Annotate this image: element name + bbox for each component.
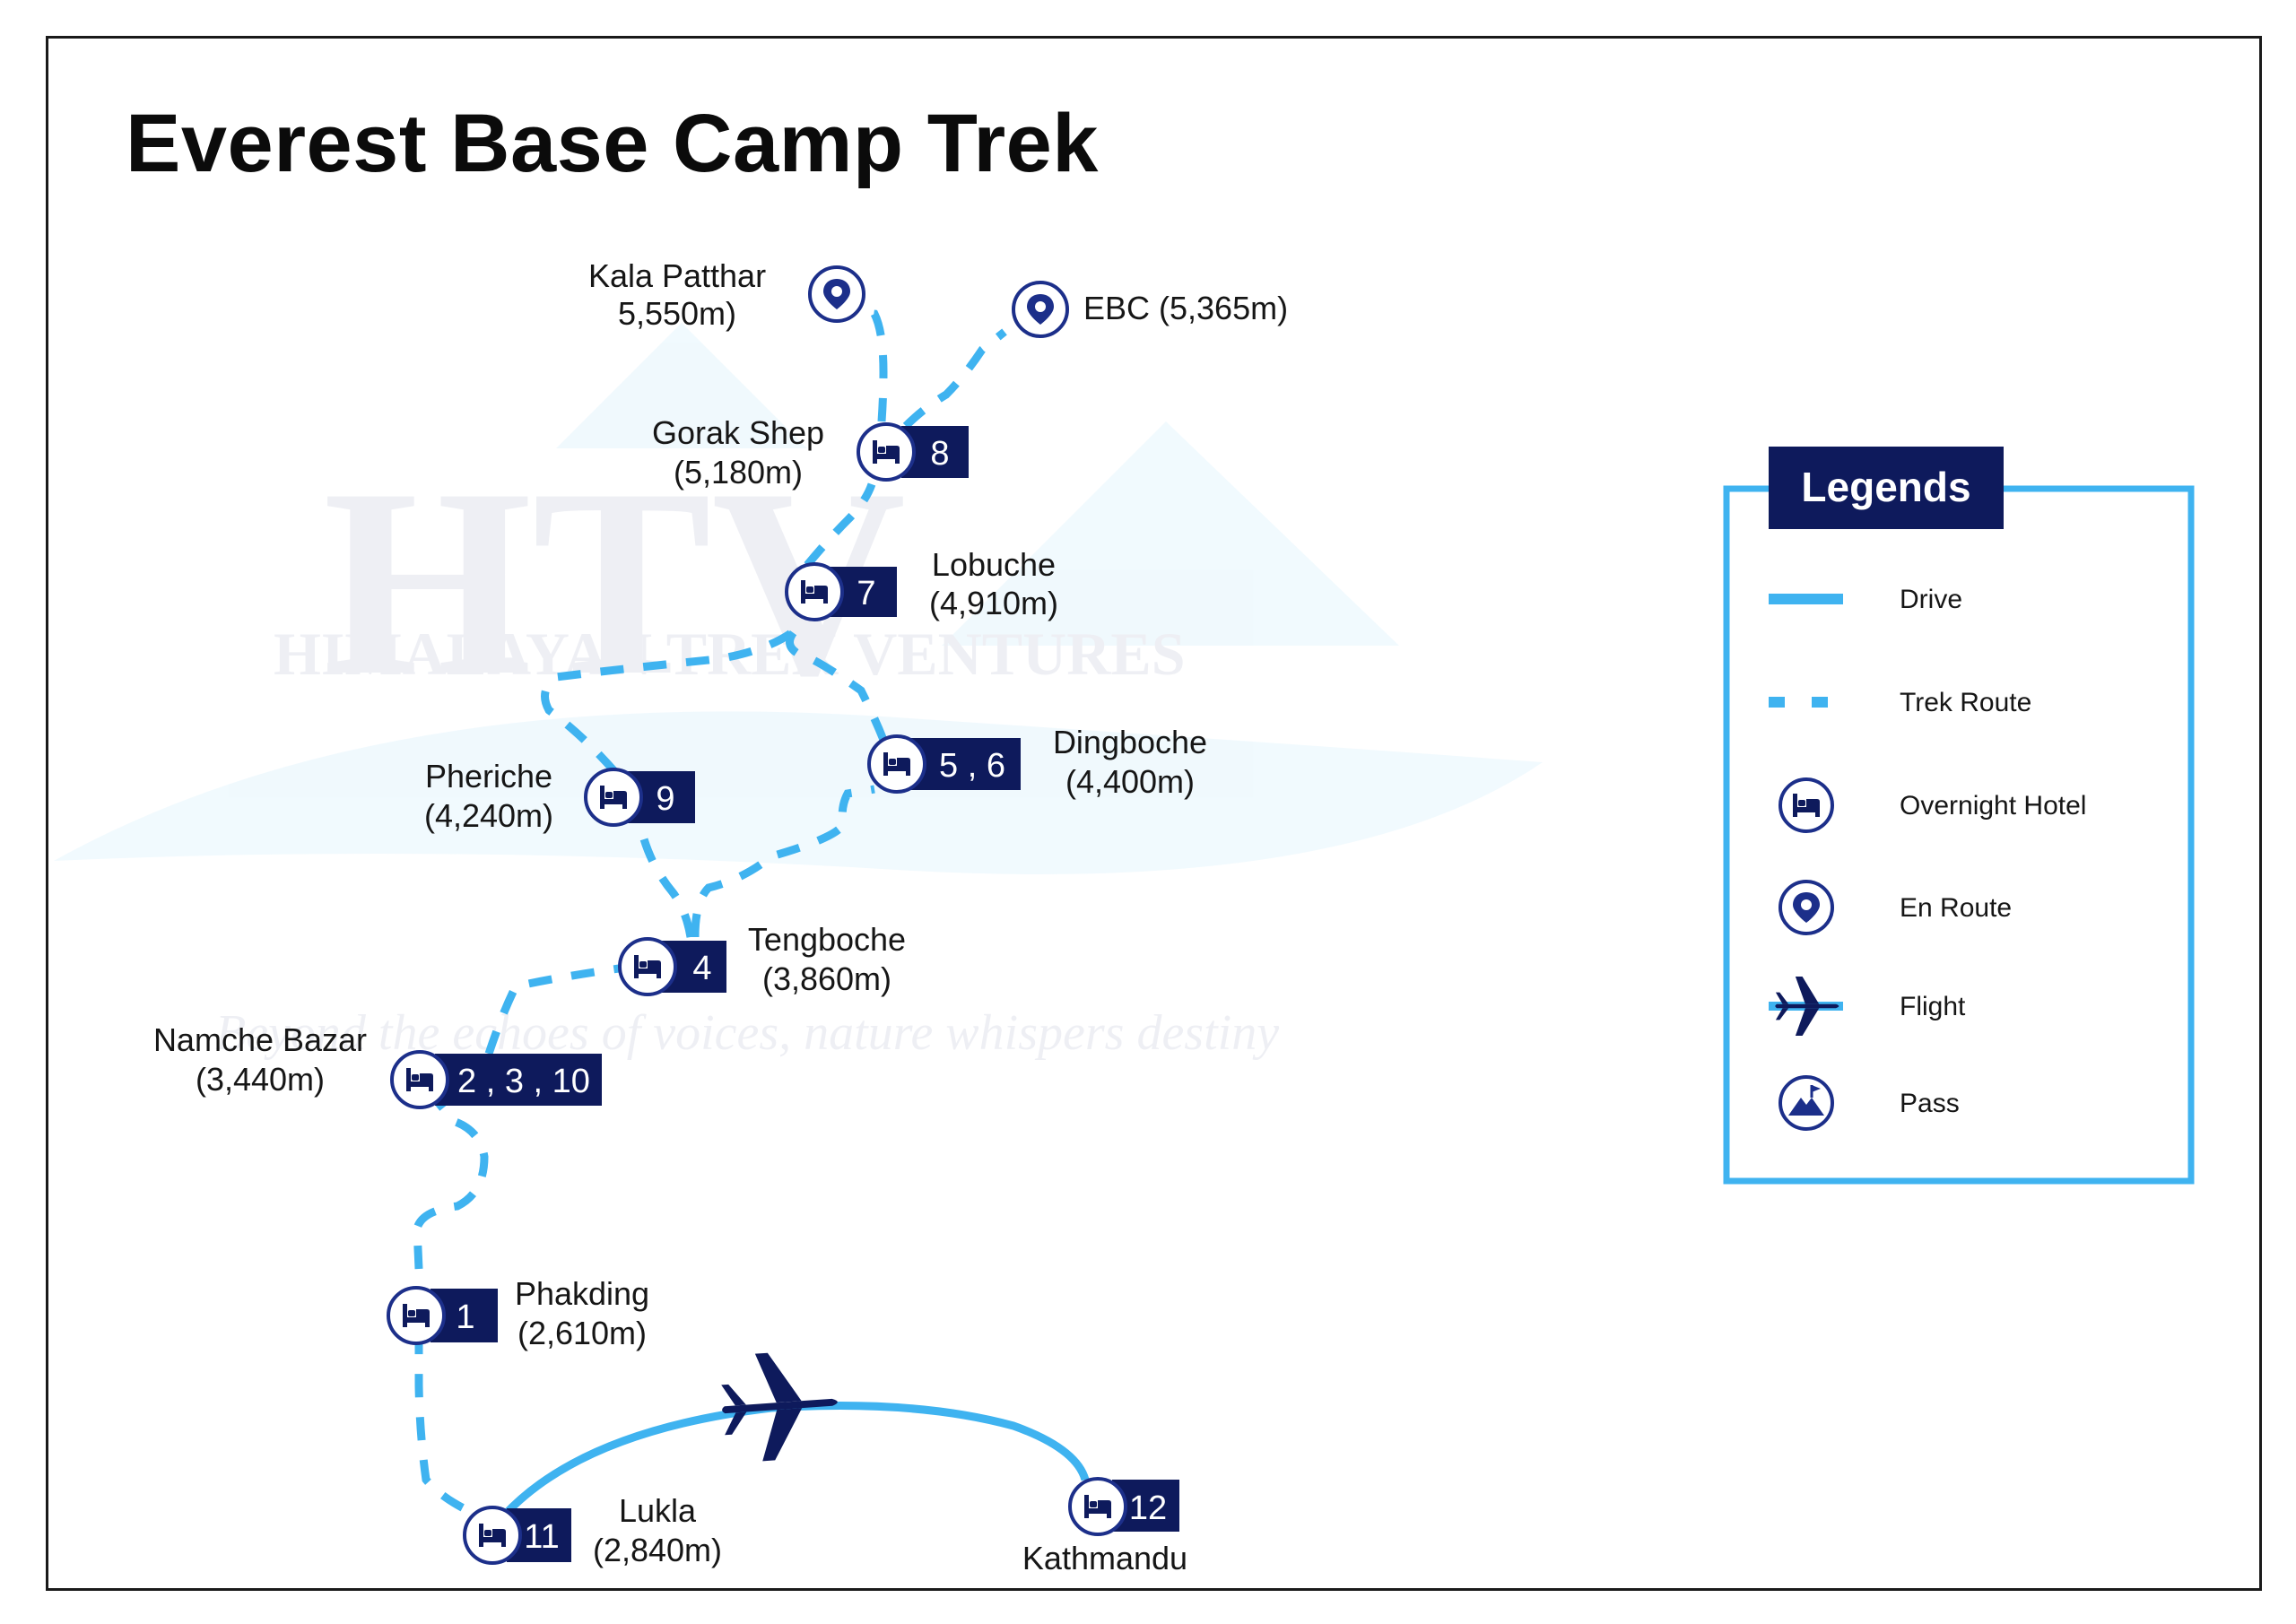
place-altitude: (4,910m) — [929, 585, 1058, 621]
legend-label: Pass — [1900, 1089, 1960, 1118]
legend-label: Drive — [1900, 585, 1962, 614]
place-name: Tengboche — [748, 921, 906, 958]
trek-dingboche-lobuche — [786, 617, 888, 742]
flight-route — [500, 1402, 1090, 1519]
place-name: Kathmandu — [1022, 1540, 1187, 1576]
page-title: Everest Base Camp Trek — [126, 98, 1099, 189]
day-badge: 7 — [857, 575, 875, 612]
day-badge: 8 — [930, 435, 949, 473]
day-badge: 2 , 3 , 10 — [457, 1063, 590, 1100]
place-name: Dingboche — [1053, 724, 1207, 760]
stop-kathmandu[interactable]: 12 Kathmandu — [1022, 1477, 1187, 1576]
place-name: Lobuche — [932, 546, 1056, 583]
trek-tengboche-pheriche — [637, 828, 695, 938]
airplane-icon — [718, 1348, 842, 1464]
stop-dingboche[interactable]: 5 , 6 Dingboche (4,400m) — [867, 724, 1207, 800]
trek-lukla-phakding — [414, 1318, 504, 1529]
stop-lobuche[interactable]: 7 Lobuche (4,910m) — [785, 546, 1058, 621]
place-altitude: (2,610m) — [517, 1315, 647, 1351]
legend: Legends Drive Trek Route Overnight Hotel… — [1723, 447, 2195, 1185]
stop-tengboche[interactable]: 4 Tengboche (3,860m) — [618, 921, 906, 997]
stop-kala-patthar[interactable]: Kala Patthar 5,550m) — [588, 257, 865, 332]
day-badge: 9 — [656, 780, 674, 818]
legend-label: Overnight Hotel — [1900, 791, 2086, 821]
stop-ebc[interactable]: EBC (5,365m) — [1012, 281, 1288, 338]
day-badge: 1 — [456, 1298, 474, 1336]
day-badge: 11 — [524, 1518, 559, 1556]
mountain-flag-icon — [1779, 1075, 1834, 1131]
stop-namche-bazar[interactable]: 2 , 3 , 10 Namche Bazar (3,440m) — [153, 1021, 602, 1109]
legend-title: Legends — [1801, 464, 1970, 510]
legend-label: Trek Route — [1900, 688, 2031, 717]
day-badge: 4 — [692, 950, 711, 987]
stop-gorak-shep[interactable]: 8 Gorak Shep (5,180m) — [652, 414, 969, 491]
place-altitude: (4,400m) — [1065, 763, 1195, 800]
trek-namche-tengboche — [484, 964, 620, 1055]
place-altitude: (5,180m) — [674, 454, 803, 491]
trek-pheriche-lobuche — [541, 624, 801, 774]
stop-lukla[interactable]: 11 Lukla (2,840m) — [463, 1492, 722, 1568]
place-altitude: (3,860m) — [762, 960, 891, 997]
day-badge: 5 , 6 — [939, 747, 1005, 785]
map-frame — [46, 36, 2262, 1591]
place-name: Namche Bazar — [153, 1021, 367, 1058]
stop-pheriche[interactable]: 9 Pheriche (4,240m) — [424, 758, 695, 834]
place-altitude: (2,840m) — [593, 1532, 722, 1568]
trek-tengboche-dingboche — [691, 785, 875, 938]
place-name: Pheriche — [425, 758, 552, 795]
trek-lobuche-gorakshep — [804, 482, 876, 568]
place-altitude: (4,240m) — [424, 797, 553, 834]
place-name: Lukla — [619, 1492, 697, 1529]
watermark-tagline: Beyond the echoes of voices, nature whis… — [215, 1005, 1279, 1061]
legend-label: Flight — [1900, 992, 1966, 1021]
place-name: Kala Patthar — [588, 257, 766, 294]
place-altitude: (3,440m) — [196, 1061, 325, 1098]
place-name: EBC (5,365m) — [1083, 290, 1288, 326]
trek-phakding-namche — [413, 1096, 489, 1270]
stop-phakding[interactable]: 1 Phakding (2,610m) — [387, 1275, 649, 1351]
day-badge: 12 — [1129, 1489, 1167, 1527]
place-altitude: 5,550m) — [618, 295, 736, 332]
place-name: Phakding — [515, 1275, 649, 1312]
place-name: Gorak Shep — [652, 414, 824, 451]
trek-gorakshep-kalapatthar — [860, 308, 888, 422]
legend-label: En Route — [1900, 893, 2012, 923]
trek-gorakshep-ebc — [902, 328, 1007, 430]
trek-route — [413, 308, 1007, 1529]
